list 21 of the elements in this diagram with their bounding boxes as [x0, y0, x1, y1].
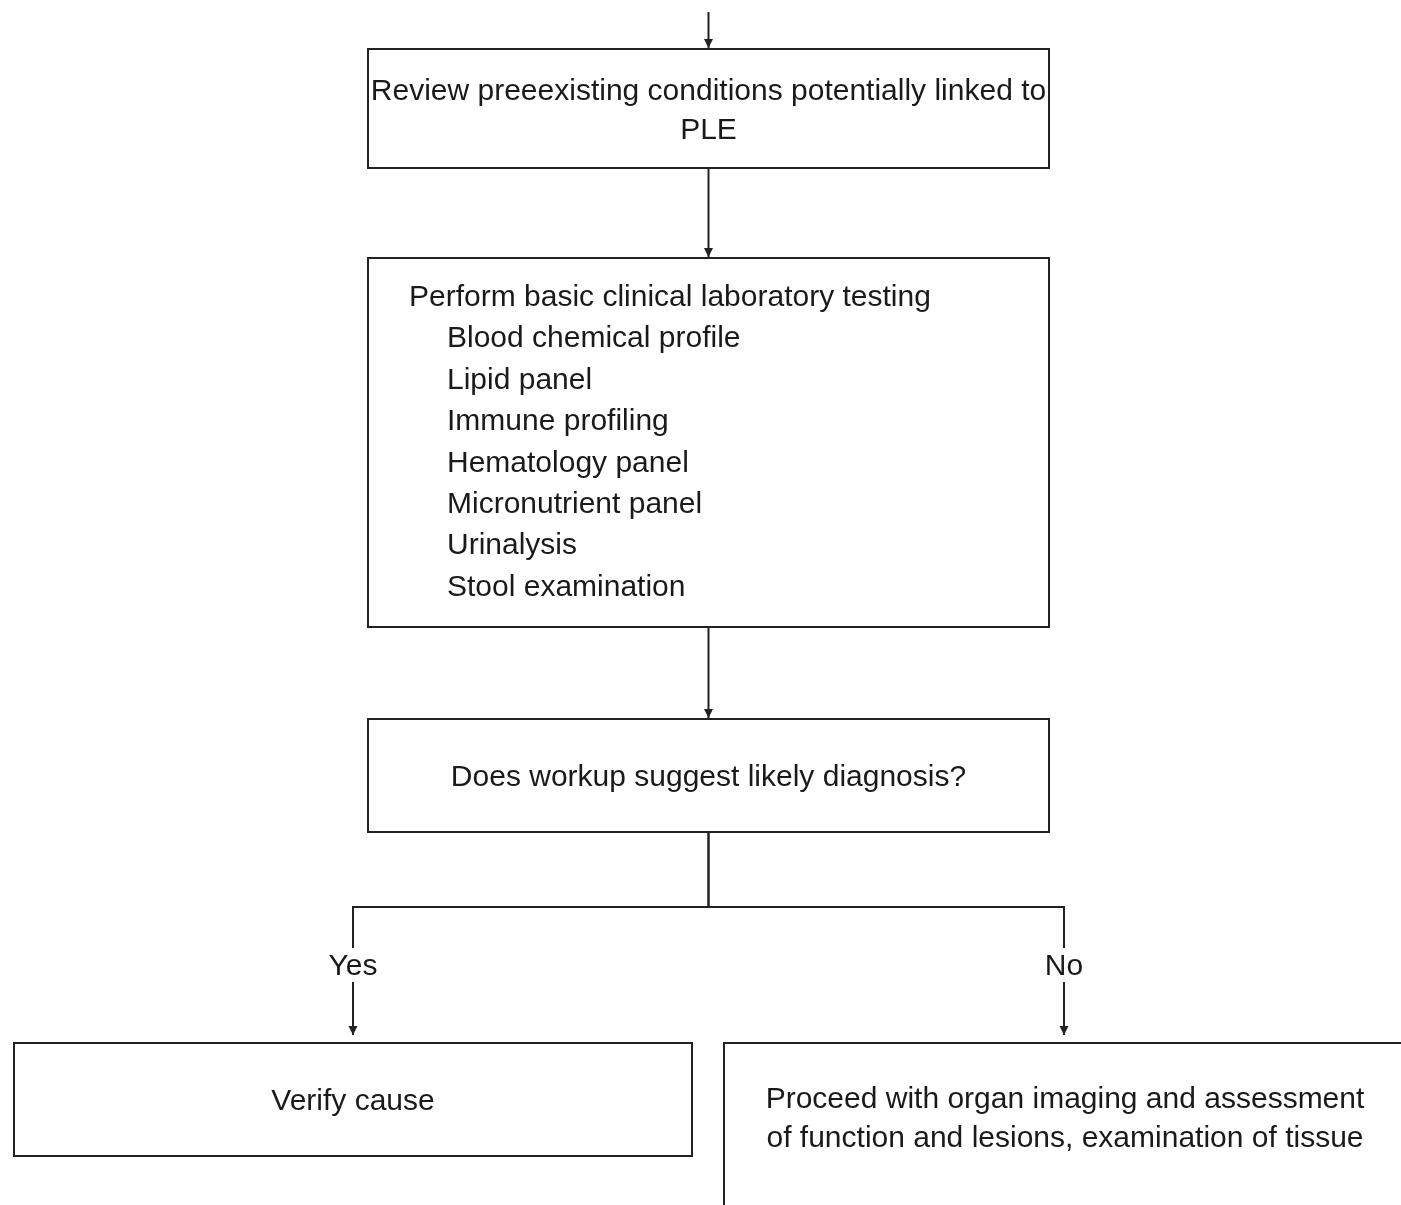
- list-box: [367, 257, 1050, 628]
- list-item: Hematology panel: [447, 443, 689, 480]
- arrow: [704, 168, 713, 258]
- list-item: Immune profiling: [447, 402, 669, 439]
- box-text: Review preeexisting conditions potentially linked to PLE: [369, 71, 1048, 147]
- list-item: Lipid panel: [447, 360, 593, 397]
- list-heading: Perform basic clinical laboratory testing: [409, 278, 931, 314]
- box-text: Verify cause: [271, 1082, 435, 1118]
- arrow: [704, 11, 713, 49]
- process-box: [13, 1042, 693, 1157]
- process-box: [367, 718, 1050, 833]
- box-text: Does workup suggest likely diagnosis?: [450, 758, 967, 794]
- list-item: Micronutrient panel: [447, 484, 703, 521]
- arrow: [704, 627, 713, 719]
- list-item: Urinalysis: [447, 526, 578, 563]
- list-item: Blood chemical profile: [447, 319, 741, 356]
- box-text: Proceed with organ imaging and assessment of function and lesions, examination of tissue: [764, 1080, 1366, 1155]
- arrow: [707, 832, 1069, 1036]
- process-box: [367, 48, 1050, 169]
- process-box: [723, 1042, 1401, 1205]
- list-item: Stool examination: [447, 567, 686, 604]
